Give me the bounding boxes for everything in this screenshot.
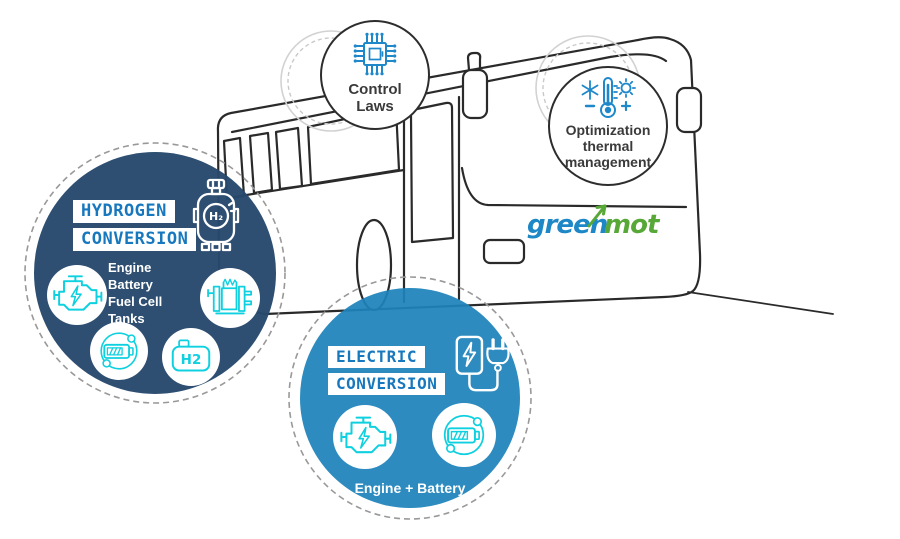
logo-arrow-icon <box>587 204 607 228</box>
bus-front-beltline <box>460 166 688 209</box>
fuel-cell-icon-circle <box>200 268 260 328</box>
hydrogen-components-list: Engine Battery Fuel Cell Tanks <box>108 260 163 326</box>
microchip-icon <box>353 32 397 76</box>
battery-recycle-icon <box>443 414 485 456</box>
hydrogen-title-line1: HYDROGEN <box>73 200 175 223</box>
tank-h2-label: H₂ <box>209 210 223 223</box>
thermal-label-line3: management <box>564 154 652 171</box>
control-laws-label-line1: Control <box>348 81 402 98</box>
hydrogen-tank-icon: H₂ <box>192 178 240 252</box>
hydrogen-dashed-ring <box>24 142 286 404</box>
thermal-label-line2: thermal <box>582 138 634 155</box>
control-laws-label-line2: Laws <box>356 98 394 116</box>
logo-green-text: green <box>527 210 607 240</box>
electric-conversion-circle: ELECTRIC CONVERSION <box>300 288 520 508</box>
electric-caption: Engine + Battery <box>354 480 466 496</box>
fuel-cell-icon <box>207 278 253 315</box>
h2-tank-badge-circle: H2 <box>162 328 220 386</box>
thermal-management-callout: Optimization thermal management <box>548 66 668 186</box>
battery-icon-circle <box>432 403 496 467</box>
ground-line <box>687 291 834 315</box>
hydrogen-conversion-circle: HYDROGEN CONVERSION H₂ Engine Battery Fu… <box>34 152 276 394</box>
mirror-arm <box>466 51 482 72</box>
sun-icon <box>616 78 636 112</box>
side-mirror <box>461 68 489 120</box>
bus-window <box>248 131 274 195</box>
thermal-label-line1: Optimization <box>565 122 651 138</box>
engine-icon-circle <box>333 405 397 469</box>
bus-window <box>274 126 304 191</box>
snowflake-icon <box>581 80 599 108</box>
charging-plug-icon <box>455 335 510 392</box>
bus-roof-inner-line <box>230 53 668 134</box>
logo-mot-text: mot <box>604 210 661 240</box>
electric-dashed-ring <box>288 276 532 520</box>
battery-recycle-icon <box>100 332 138 370</box>
engine-icon <box>340 416 392 454</box>
engine-icon-circle <box>47 265 107 325</box>
hydrogen-title-line2: CONVERSION <box>73 228 197 251</box>
h2-badge-label: H2 <box>181 352 202 368</box>
control-laws-callout: Control Laws <box>320 20 430 130</box>
thermometer-icon <box>581 77 636 118</box>
engine-icon <box>53 275 103 311</box>
greenmot-logo: green mot <box>527 204 662 240</box>
front-marker <box>675 86 703 134</box>
bus-hatch <box>482 238 526 265</box>
electric-title-line1: ELECTRIC <box>328 346 426 368</box>
bus-door-window <box>409 101 455 244</box>
h2-badge-icon: H2 <box>171 339 211 372</box>
bus-beltline <box>232 168 406 199</box>
electric-title-line2: CONVERSION <box>328 373 446 395</box>
hydrogen-title: HYDROGEN CONVERSION <box>73 200 197 256</box>
battery-icon-circle <box>90 322 148 380</box>
electric-title: ELECTRIC CONVERSION <box>328 346 446 400</box>
